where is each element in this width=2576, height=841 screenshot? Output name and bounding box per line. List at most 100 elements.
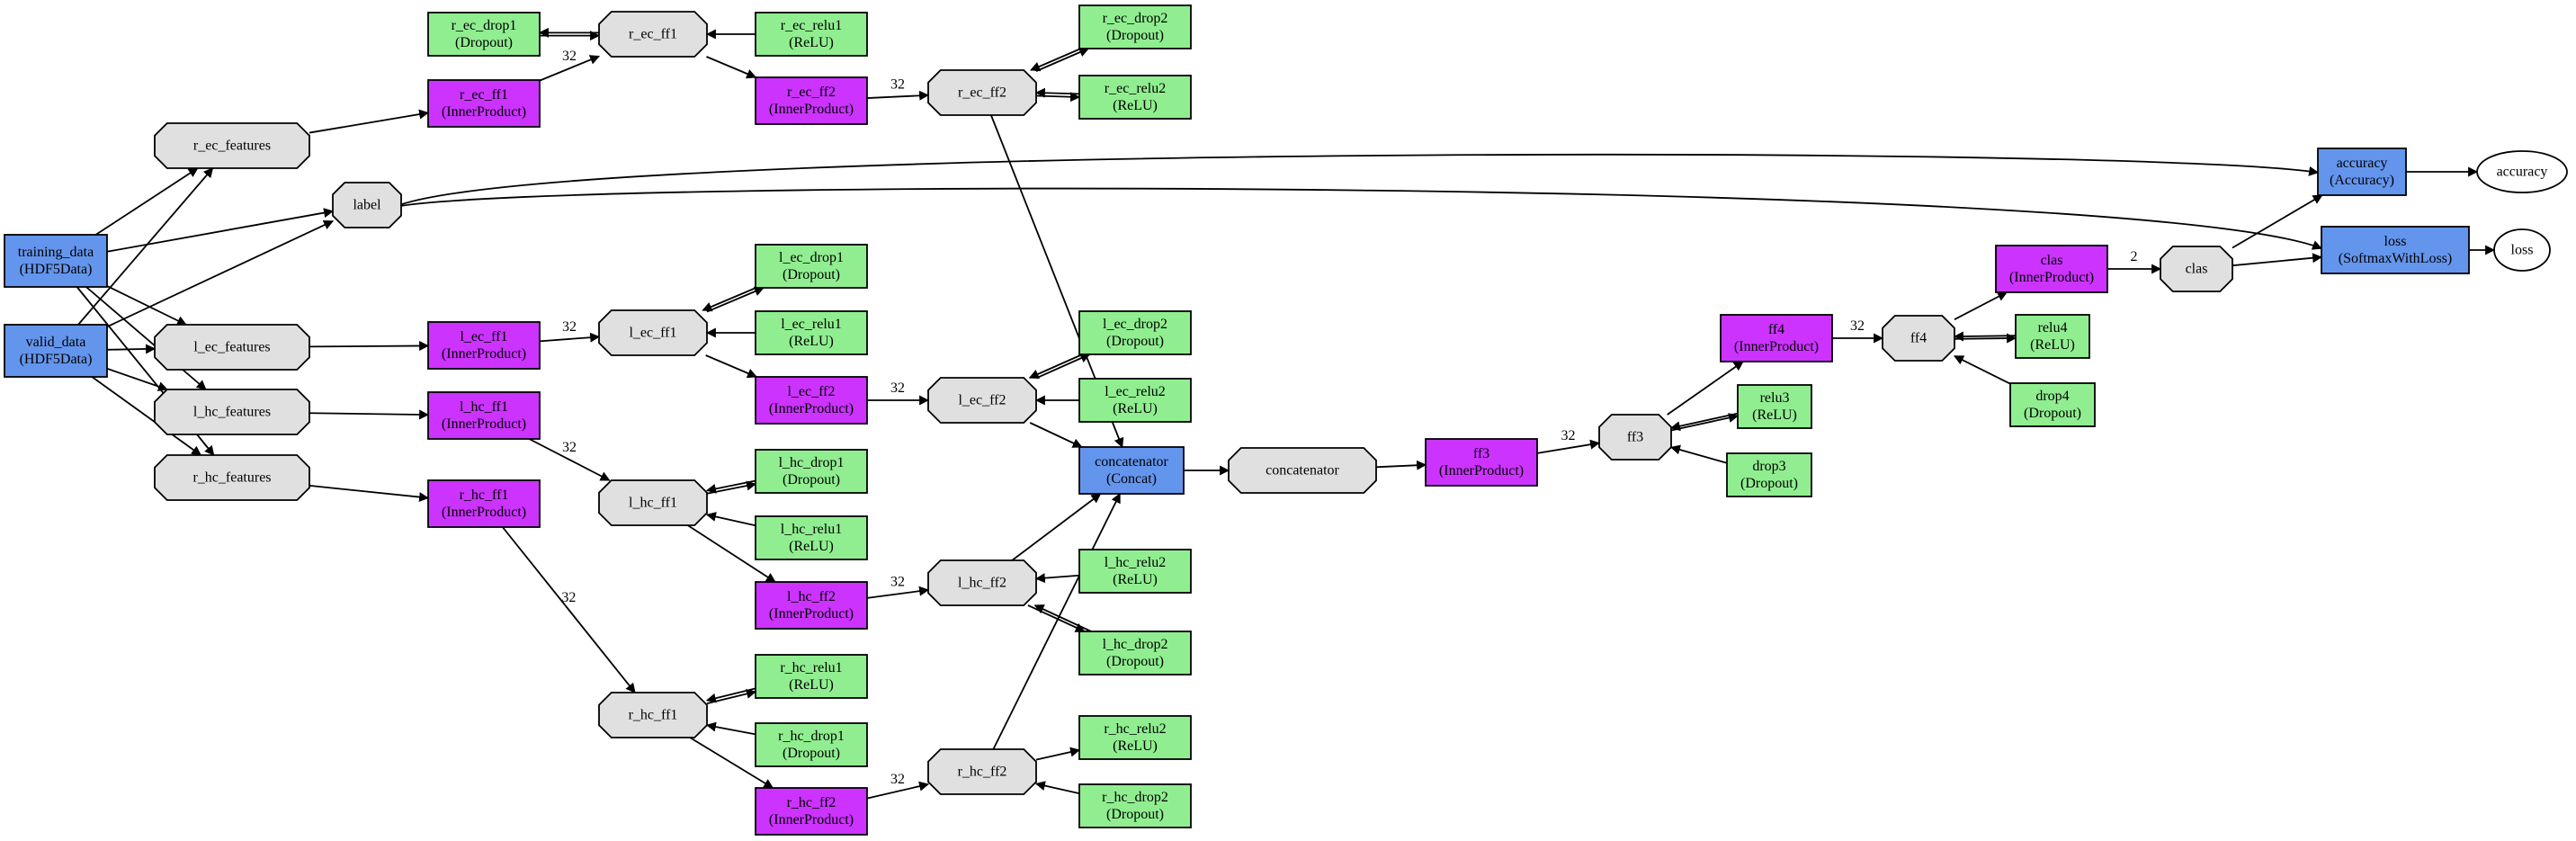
edge-l-hc-ff2-layer-to-l-hc-ff2-blob: 32 bbox=[866, 574, 930, 599]
node-r-ec-drop1: r_ec_drop1(Dropout) bbox=[427, 12, 541, 57]
edge-r-hc-ff1-blob-to-r-hc-relu1 bbox=[706, 688, 757, 704]
edge-training-data-to-r-ec-features bbox=[94, 167, 199, 236]
node-l-hc-drop2: l_hc_drop2 (Dropout) bbox=[1078, 631, 1192, 675]
node-label: l_ec_drop1 bbox=[779, 250, 844, 265]
node-r-ec-relu2: r_ec_relu2 (ReLU) bbox=[1078, 75, 1192, 120]
node-label: l_hc_drop2 bbox=[1103, 637, 1168, 652]
node-label: (InnerProduct) bbox=[442, 416, 526, 432]
node-r-hc-relu2: r_hc_relu2(ReLU) bbox=[1078, 715, 1192, 760]
edge-r-hc-ff1-layer-to-r-hc-ff1-blob: 32 bbox=[502, 526, 636, 693]
node-label: accuracy bbox=[2497, 165, 2548, 180]
node-label: l_ec_ff1 bbox=[629, 326, 676, 341]
edge-label: 2 bbox=[2131, 249, 2138, 264]
edge-r-hc-ff2-blob-to-r-hc-relu2 bbox=[1035, 747, 1081, 761]
node-drop3: drop3(Dropout) bbox=[1726, 452, 1812, 497]
edge-r-hc-drop2-to-r-hc-ff2-blob bbox=[1034, 781, 1080, 795]
node-label: loss bbox=[2511, 243, 2534, 258]
node-label: (Dropout) bbox=[1106, 807, 1164, 822]
node-label: r_hc_drop2 bbox=[1102, 790, 1168, 805]
edge-ff3-blob-to-ff4-layer bbox=[1667, 361, 1744, 416]
node-label: r_ec_relu2 bbox=[1105, 81, 1166, 96]
edge-l-hc-drop1-to-l-hc-ff1-blob bbox=[705, 479, 756, 494]
edge-l-ec-ff2-layer-to-l-ec-ff2-blob: 32 bbox=[867, 380, 930, 406]
node-label: l_hc_drop1 bbox=[779, 455, 845, 470]
edge-ff3-blob-to-relu3 bbox=[1670, 413, 1740, 432]
node-label: (Dropout) bbox=[1106, 28, 1164, 43]
node-training-data: training_data (HDF5Data) bbox=[4, 234, 108, 288]
node-r-ec-drop2: r_ec_drop2(Dropout) bbox=[1078, 4, 1192, 49]
node-label: relu4 bbox=[2038, 320, 2068, 336]
edge-r-ec-ff2-blob-to-r-ec-drop2 bbox=[1035, 47, 1090, 72]
node-label: (Dropout) bbox=[1106, 654, 1164, 669]
node-label: loss bbox=[2384, 234, 2407, 249]
node-label: (HDF5Data) bbox=[20, 262, 93, 277]
node-label: (Dropout) bbox=[783, 746, 840, 761]
node-label: (ReLU) bbox=[789, 677, 834, 693]
node-label: r_hc_features bbox=[192, 470, 271, 486]
node-label: l_ec_relu2 bbox=[1105, 384, 1166, 399]
node-l-hc-relu2: l_hc_relu2(ReLU) bbox=[1078, 549, 1192, 594]
node-label: training_data bbox=[18, 245, 94, 260]
edge-clas-layer-to-clas-blob: 2 bbox=[2107, 249, 2162, 274]
edge-ff4-blob-to-clas-layer bbox=[1954, 291, 2008, 320]
node-ff3-layer: ff3(InnerProduct) bbox=[1425, 438, 1538, 487]
node-l-ec-drop2: l_ec_drop2(Dropout) bbox=[1078, 310, 1192, 355]
node-clas-blob: clas bbox=[2160, 246, 2233, 292]
edge-ff3-layer-to-ff3-blob: 32 bbox=[1536, 428, 1601, 454]
node-label: r_hc_ff2 bbox=[958, 765, 1007, 780]
node-r-hc-features: r_hc_features bbox=[154, 454, 310, 501]
edge-r-hc-drop1-to-r-hc-ff1-blob bbox=[705, 721, 756, 736]
node-l-hc-ff2-blob: l_hc_ff2 bbox=[927, 559, 1037, 606]
node-label: r_ec_relu1 bbox=[781, 18, 842, 33]
node-label: (InnerProduct) bbox=[2009, 270, 2094, 285]
node-label: l_ec_relu1 bbox=[781, 317, 842, 332]
edge-r-ec-features-to-r-ec-ff1-layer bbox=[309, 109, 430, 134]
edge-r-ec-ff2-layer-to-r-ec-ff2-blob: 32 bbox=[866, 76, 930, 101]
node-label: l_hc_ff1 bbox=[460, 399, 508, 415]
node-r-ec-relu1: r_ec_relu1 (ReLU) bbox=[755, 12, 868, 57]
edge-label: 32 bbox=[562, 440, 577, 455]
node-label: ff3 bbox=[1473, 446, 1489, 461]
node-label: clas bbox=[2186, 262, 2208, 277]
edge-l-ec-ff2-blob-to-l-ec-drop2 bbox=[1035, 353, 1091, 380]
edge-l-hc-relu1-to-l-hc-ff1-blob bbox=[705, 512, 756, 527]
node-r-hc-drop1: r_hc_drop1(Dropout) bbox=[755, 722, 868, 767]
node-label: l_hc_ff1 bbox=[629, 496, 677, 511]
node-label: concatenator bbox=[1266, 463, 1339, 479]
node-ff3-blob: ff3 bbox=[1598, 414, 1672, 461]
node-accuracy-layer: accuracy(Accuracy) bbox=[2317, 148, 2407, 196]
edge-r-ec-relu2-to-r-ec-ff2-blob bbox=[1034, 87, 1080, 98]
edge-l-ec-ff1-layer-to-l-ec-ff1-blob: 32 bbox=[539, 319, 601, 343]
edge-l-hc-ff1-blob-to-l-hc-ff2-layer bbox=[687, 524, 776, 583]
edge-clas-blob-to-loss-layer bbox=[2232, 253, 2323, 267]
node-l-hc-drop1: l_hc_drop1(Dropout) bbox=[755, 449, 868, 494]
edge-valid-data-to-r-hc-features bbox=[91, 376, 202, 456]
node-l-ec-ff2-blob: l_ec_ff2 bbox=[927, 377, 1037, 424]
node-l-hc-ff2-layer: l_hc_ff2(InnerProduct) bbox=[755, 581, 868, 630]
edge-clas-blob-to-accuracy-layer bbox=[2232, 194, 2323, 249]
node-label: (InnerProduct) bbox=[769, 102, 854, 117]
node-label: ff4 bbox=[1768, 322, 1784, 337]
node-drop4: drop4(Dropout) bbox=[2009, 382, 2096, 427]
edge-label: 32 bbox=[562, 49, 577, 64]
node-r-hc-relu1: r_hc_relu1 (ReLU) bbox=[755, 654, 868, 699]
node-label: (InnerProduct) bbox=[769, 606, 854, 622]
node-l-hc-ff1-layer: l_hc_ff1(InnerProduct) bbox=[427, 391, 541, 440]
node-label: (ReLU) bbox=[789, 35, 834, 50]
edge-label: 32 bbox=[561, 590, 576, 605]
node-relu3: relu3(ReLU) bbox=[1737, 384, 1812, 429]
edge-valid-data-to-label bbox=[106, 219, 334, 328]
node-label: accuracy bbox=[2337, 156, 2388, 171]
node-l-ec-relu2: l_ec_relu2(ReLU) bbox=[1078, 378, 1192, 423]
node-label: r_hc_relu1 bbox=[780, 660, 842, 675]
edge-training-data-to-label bbox=[106, 208, 335, 253]
node-label: (ReLU) bbox=[1113, 98, 1158, 113]
edge-l-hc-ff2-blob-to-l-hc-drop2 bbox=[1027, 604, 1086, 632]
node-label: (ReLU) bbox=[1752, 407, 1797, 423]
edge-valid-data-to-l-ec-features bbox=[106, 344, 157, 354]
edge-l-ec-ff2-blob-to-concatenator-layer bbox=[1029, 422, 1083, 448]
edge-r-hc-features-to-r-hc-ff1-layer bbox=[309, 485, 430, 503]
edge-l-ec-drop2-to-l-ec-ff2-blob bbox=[1028, 353, 1083, 380]
edge-training-data-to-l-ec-features bbox=[106, 285, 187, 326]
edge-label: 32 bbox=[890, 76, 905, 92]
